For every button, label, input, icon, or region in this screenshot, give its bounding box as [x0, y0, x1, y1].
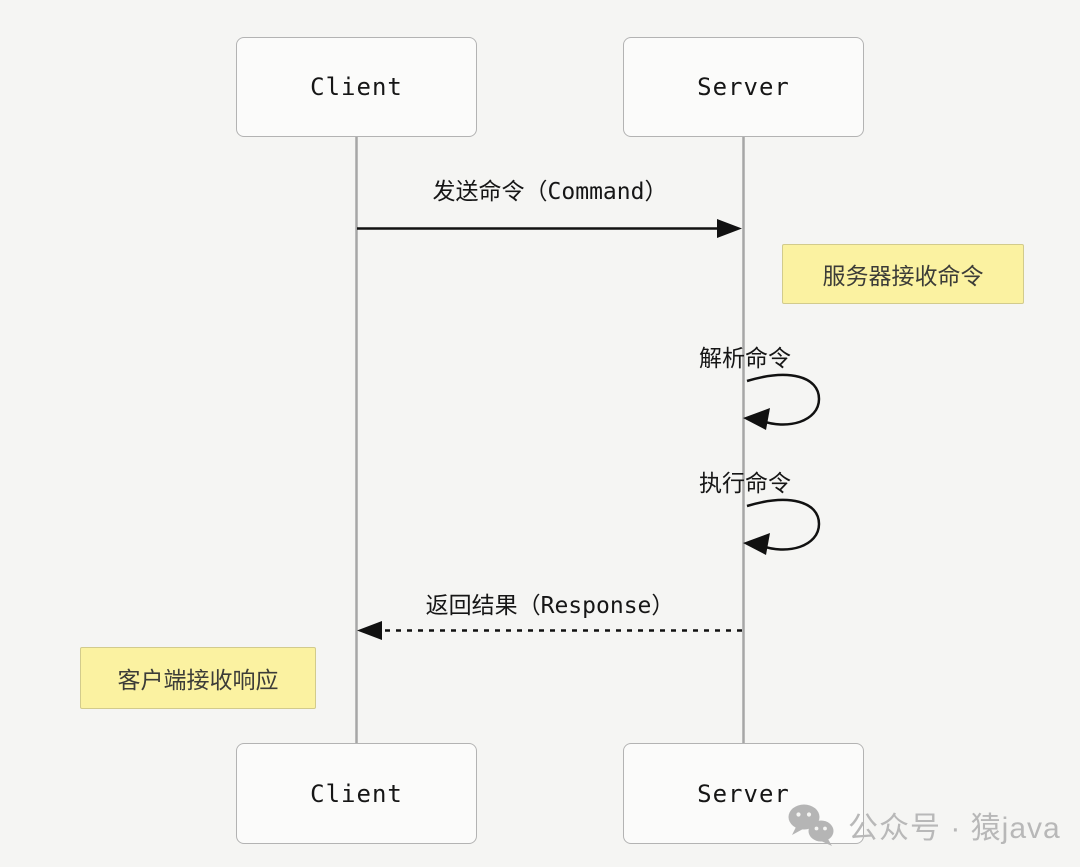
participant-server-bottom-label: Server	[697, 779, 790, 808]
parse-loop-arrowhead	[743, 408, 770, 430]
execute-loop-arrowhead	[743, 533, 770, 555]
execute-self-loop	[746, 498, 821, 551]
participant-client-top-label: Client	[310, 73, 403, 101]
note-server-label: 服务器接收命令	[822, 263, 984, 289]
note-client-label: 客户端接收响应	[117, 667, 279, 693]
watermark: 公众号 · 猿java	[786, 803, 1061, 847]
note-server-receives-command: 服务器接收命令	[782, 244, 1024, 304]
message-label-execute: 执行命令	[699, 471, 791, 497]
participant-server-top-label: Server	[697, 73, 790, 101]
response-arrowhead	[357, 621, 382, 640]
message-label-response: 返回结果（Response）	[425, 593, 675, 619]
participant-client-top: Client	[236, 37, 477, 137]
message-label-parse: 解析命令	[699, 346, 791, 372]
wechat-icon	[788, 804, 834, 846]
participant-server-top: Server	[623, 37, 864, 137]
command-arrowhead	[717, 219, 742, 238]
message-label-command: 发送命令（Command）	[432, 179, 668, 205]
participant-client-bottom: Client	[236, 743, 477, 844]
note-client-receives-response: 客户端接收响应	[80, 647, 316, 709]
watermark-text: 公众号 · 猿java	[848, 812, 1061, 845]
participant-client-bottom-label: Client	[310, 779, 403, 808]
parse-self-loop	[746, 373, 821, 426]
